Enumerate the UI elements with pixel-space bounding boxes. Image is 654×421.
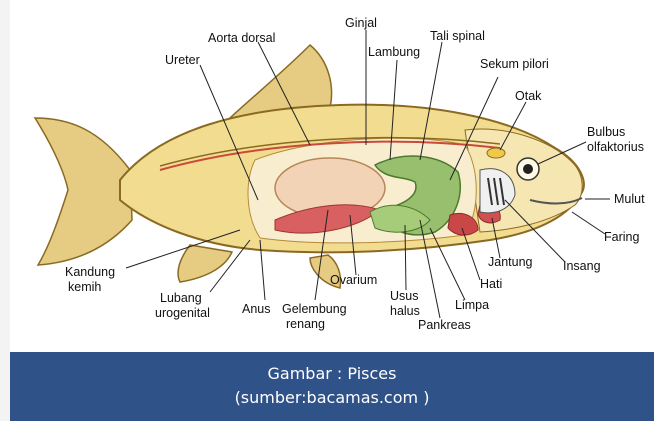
label-insang: Insang bbox=[563, 259, 601, 273]
label-mulut: Mulut bbox=[614, 192, 645, 206]
label-jantung: Jantung bbox=[488, 255, 533, 269]
label-ginjal: Ginjal bbox=[345, 16, 377, 30]
label-faring: Faring bbox=[604, 230, 639, 244]
label-usus-line2: halus bbox=[390, 304, 420, 318]
label-aorta-dorsal: Aorta dorsal bbox=[208, 31, 275, 45]
label-gelembung-line1: Gelembung bbox=[282, 302, 347, 316]
label-kandung-line2: kemih bbox=[68, 280, 101, 294]
label-gelembung-line2: renang bbox=[286, 317, 325, 331]
anal-fin bbox=[178, 245, 232, 282]
fish-anatomy-svg: Aorta dorsal Ginjal Tali spinal Ureter L… bbox=[10, 0, 654, 352]
label-bulbus-line2: olfaktorius bbox=[587, 140, 644, 154]
label-anus: Anus bbox=[242, 302, 271, 316]
label-lambung: Lambung bbox=[368, 45, 420, 59]
eye-pupil bbox=[523, 164, 533, 174]
label-lubang-line1: Lubang bbox=[160, 291, 202, 305]
caption-source: (sumber:bacamas.com ) bbox=[10, 386, 654, 410]
label-bulbus-line1: Bulbus bbox=[587, 125, 625, 139]
label-limpa: Limpa bbox=[455, 298, 489, 312]
label-hati: Hati bbox=[480, 277, 502, 291]
label-ovarium: Ovarium bbox=[330, 273, 377, 287]
label-lubang-line2: urogenital bbox=[155, 306, 210, 320]
label-tali-spinal: Tali spinal bbox=[430, 29, 485, 43]
label-pankreas: Pankreas bbox=[418, 318, 471, 332]
fish-anatomy-figure: Aorta dorsal Ginjal Tali spinal Ureter L… bbox=[10, 0, 654, 352]
label-otak: Otak bbox=[515, 89, 542, 103]
caudal-fin bbox=[35, 118, 132, 265]
label-sekum-pilori: Sekum pilori bbox=[480, 57, 549, 71]
diagram-frame: Aorta dorsal Ginjal Tali spinal Ureter L… bbox=[10, 0, 654, 421]
caption-bar: Gambar : Pisces (sumber:bacamas.com ) bbox=[10, 352, 654, 421]
label-ureter: Ureter bbox=[165, 53, 200, 67]
label-usus-line1: Usus bbox=[390, 289, 418, 303]
brain bbox=[487, 148, 505, 158]
label-kandung-line1: Kandung bbox=[65, 265, 115, 279]
caption-title: Gambar : Pisces bbox=[10, 362, 654, 386]
